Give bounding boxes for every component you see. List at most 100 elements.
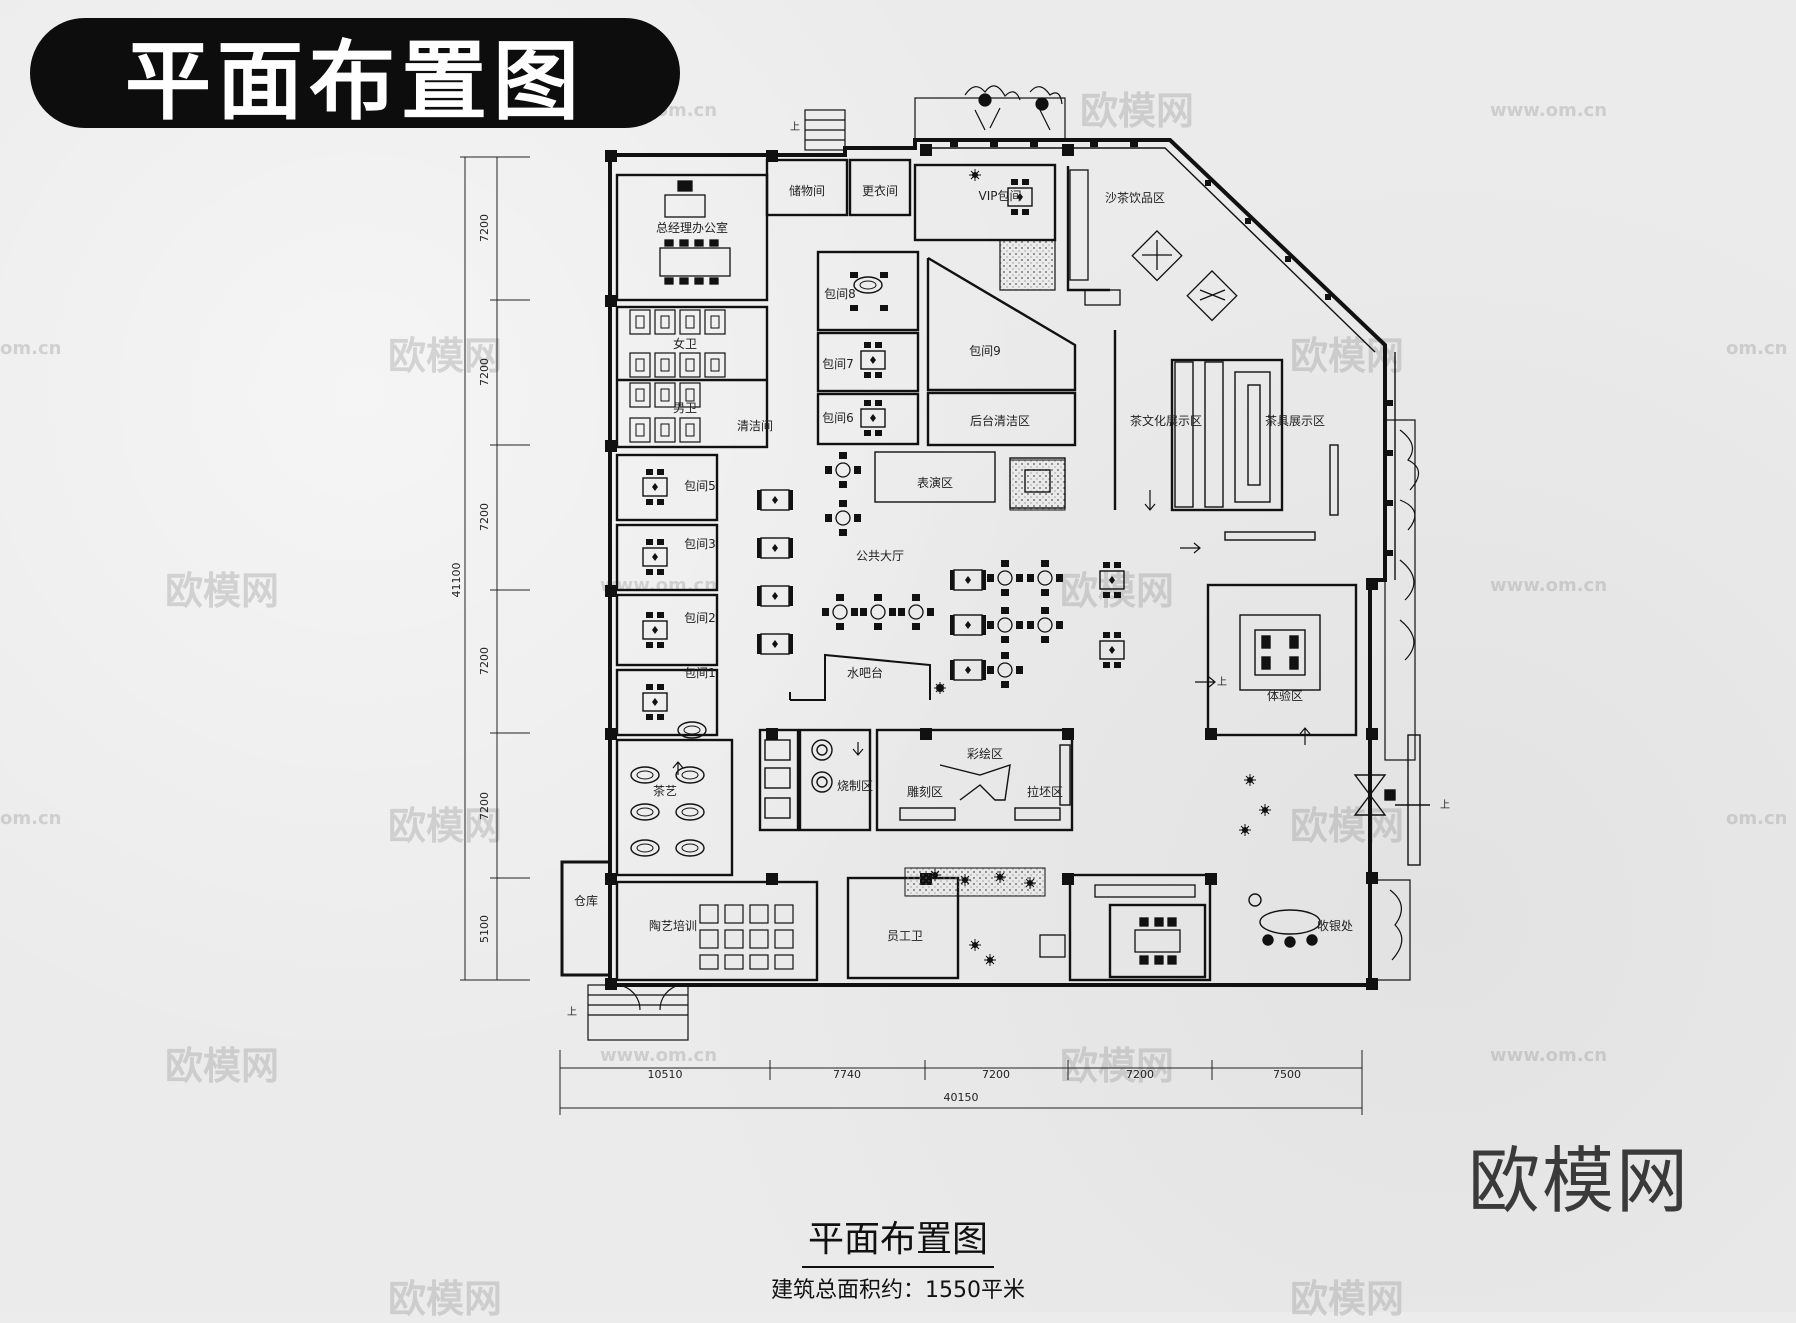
label-pr2: 包间2: [684, 611, 716, 625]
watermark-url: om.cn: [1726, 808, 1788, 829]
watermark-brand: 欧模网: [165, 569, 280, 613]
entry-stair-top: [804, 109, 846, 151]
label-vip-room: VIP包间: [979, 189, 1022, 203]
circulation-arrows: [672, 490, 1311, 775]
label-cleaning: 清洁间: [737, 419, 773, 433]
dim-v-5: 7200: [478, 792, 491, 820]
label-pr3: 包间3: [684, 537, 716, 551]
label-restroom-small: 员工卫: [887, 929, 923, 943]
dim-h-5: 7500: [1273, 1068, 1301, 1081]
water-bar: [789, 653, 947, 701]
restroom-stalls: [629, 309, 726, 443]
watermark-brand: 欧模网: [388, 804, 503, 848]
watermark-brand: 欧模网: [1290, 804, 1405, 848]
label-water-bar: 水吧台: [847, 665, 883, 680]
display-cases: [1174, 361, 1339, 541]
sofa-area: [1069, 169, 1238, 322]
bottom-room-furniture: [1039, 884, 1196, 965]
label-experience: 体验区: [1267, 688, 1303, 703]
dim-v-6: 5100: [478, 915, 491, 943]
label-back-kitchen: 后台清洁区: [970, 413, 1030, 428]
dim-h-total: 40150: [944, 1091, 979, 1104]
window-mullions: [950, 142, 1393, 556]
brand-watermark: 欧模网: [1468, 1139, 1691, 1223]
label-show-area: 表演区: [917, 475, 953, 490]
label-up-experience: 上: [1217, 676, 1227, 688]
kiln-equipment: [764, 739, 1071, 821]
label-main-hall: 公共大厅: [856, 549, 904, 563]
label-painting: 彩绘区: [967, 746, 1003, 761]
room-labels: 总经理办公室 储物间 更衣间 VIP包间 沙茶饮品区 女卫 男卫 清洁间 包间8…: [567, 121, 1450, 1018]
horizontal-dimension: [559, 1050, 1363, 1115]
dim-v-total: 41100: [450, 563, 463, 598]
watermark-brand: 欧模网: [1080, 89, 1195, 133]
dim-v-2: 7200: [478, 358, 491, 386]
structural-columns: [605, 144, 1378, 990]
watermark-url: www.om.cn: [1490, 100, 1608, 121]
dim-v-3: 7200: [478, 503, 491, 531]
dim-h-2: 7740: [833, 1068, 861, 1081]
label-up-right: 上: [1440, 799, 1450, 811]
vertical-dimension-labels: 7200 7200 7200 7200 7200 5100 41100: [450, 214, 491, 943]
label-up-top: 上: [790, 121, 800, 133]
exterior-planting: [914, 85, 1420, 981]
watermark-brand: 欧模网: [165, 1044, 280, 1088]
label-warehouse: 仓库: [574, 893, 598, 908]
watermark-url: om.cn: [0, 808, 62, 829]
planter-hatch: [999, 239, 1056, 291]
gm-office-furniture: [659, 180, 731, 285]
show-stage: [874, 451, 1066, 509]
garden-planters: [904, 773, 1272, 967]
watermark-url: www.om.cn: [600, 1045, 718, 1066]
watermark-brand: 欧模网: [388, 334, 503, 378]
title-banner: 平面布置图: [30, 18, 680, 132]
label-pr9: 包间9: [969, 344, 1001, 358]
label-pr6: 包间6: [822, 411, 854, 425]
label-mens-wc: 男卫: [673, 401, 697, 415]
dim-h-3: 7200: [982, 1068, 1010, 1081]
label-pr8: 包间8: [824, 287, 856, 301]
entry-stair-bottom: [587, 984, 689, 1041]
label-womens-wc: 女卫: [673, 336, 697, 351]
horizontal-dimension-labels: 10510 7740 7200 7200 7500 40150: [648, 1068, 1302, 1104]
watermark-url: www.om.cn: [1490, 1045, 1608, 1066]
watermark-url: www.om.cn: [1490, 575, 1608, 596]
interior-walls: [615, 158, 1358, 982]
label-arts: 茶艺: [653, 783, 677, 798]
training-tables: [699, 904, 794, 970]
dim-v-4: 7200: [478, 647, 491, 675]
dim-h-1: 10510: [648, 1068, 683, 1081]
label-gm-office: 总经理办公室: [656, 220, 728, 235]
label-pr7: 包间7: [822, 357, 854, 371]
planter-hatch-2: [1009, 459, 1066, 511]
label-firing: 烧制区: [837, 779, 873, 793]
drawing-title: 平面布置图: [0, 1210, 1796, 1268]
label-sofa-tea: 沙茶饮品区: [1105, 190, 1165, 205]
label-pr5: 包间5: [684, 479, 716, 493]
label-product-display: 茶具展示区: [1265, 413, 1325, 428]
watermark-brand: 欧模网: [1060, 1044, 1175, 1088]
watermark-url: om.cn: [1726, 338, 1788, 359]
label-shaping: 拉坯区: [1027, 784, 1063, 799]
dim-v-1: 7200: [478, 214, 491, 242]
label-storage-room: 储物间: [789, 183, 825, 198]
banner-title: 平面布置图: [125, 31, 585, 132]
vertical-dimension: [460, 156, 530, 981]
label-carving: 雕刻区: [907, 784, 943, 799]
cashier-desk: [1248, 893, 1321, 948]
dim-h-4: 7200: [1126, 1068, 1154, 1081]
label-cashier: 收银处: [1317, 919, 1353, 933]
tea-experience-table: [1239, 614, 1321, 691]
label-changing-room: 更衣间: [862, 183, 898, 198]
watermark-url: om.cn: [0, 338, 62, 359]
label-up-bottom: 上: [567, 1006, 577, 1018]
drawing-title-text: 平面布置图: [801, 1210, 994, 1268]
private-room-tables: [642, 341, 886, 721]
label-ceramic-training: 陶艺培训: [649, 918, 697, 933]
label-tea-culture: 茶文化展示区: [1130, 413, 1202, 428]
room8-table: [850, 272, 888, 311]
area-note: 建筑总面积约：1550平米: [771, 1278, 1025, 1303]
entrance-door-east: [1353, 734, 1430, 866]
